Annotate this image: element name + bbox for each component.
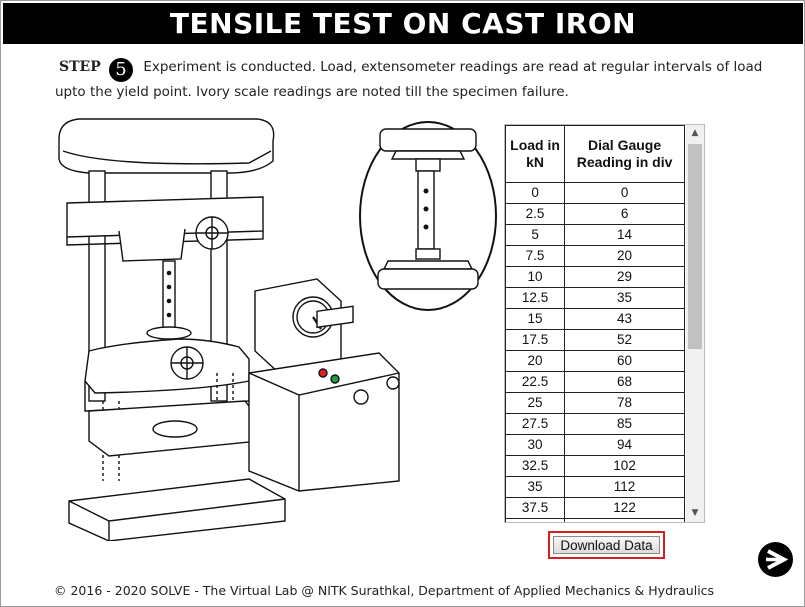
utm-machine-illustration <box>58 118 400 541</box>
cell-dial-reading: 0 <box>564 182 685 204</box>
cell-dial-reading: 6 <box>564 203 685 225</box>
cell-dial-reading: 35 <box>564 287 685 309</box>
footer-copyright: © 2016 - 2020 SOLVE - The Virtual Lab @ … <box>54 583 715 598</box>
cell-dial-reading: 20 <box>564 245 685 267</box>
cell-load: 17.5 <box>505 329 566 351</box>
step-instruction-text: Experiment is conducted. Load, extensome… <box>55 59 763 100</box>
cell-dial-reading: 112 <box>564 476 685 498</box>
cell-dial-reading: 122 <box>564 497 685 519</box>
cell-load: 25 <box>505 392 566 414</box>
cell-load: 20 <box>505 350 566 372</box>
cell-load: 32.5 <box>505 455 566 477</box>
cell-dial-reading: 52 <box>564 329 685 351</box>
cell-dial-reading: 29 <box>564 266 685 288</box>
table-header-row: Load in kN Dial Gauge Reading in div <box>505 125 685 183</box>
cell-load: 0 <box>505 182 566 204</box>
column-header-load: Load in kN <box>505 125 566 183</box>
table-row: 40132 <box>505 518 685 522</box>
cell-load: 27.5 <box>505 413 566 435</box>
cell-load: 30 <box>505 434 566 456</box>
page-title: TENSILE TEST ON CAST IRON <box>3 3 803 44</box>
cell-load: 12.5 <box>505 287 566 309</box>
scrollbar-thumb[interactable] <box>688 144 702 349</box>
cell-dial-reading: 102 <box>564 455 685 477</box>
table-scrollbar[interactable]: ▲ ▼ <box>686 125 704 522</box>
cell-dial-reading: 68 <box>564 371 685 393</box>
cell-load: 5 <box>505 224 566 246</box>
cell-dial-reading: 78 <box>564 392 685 414</box>
step-label: STEP <box>59 59 101 75</box>
step-instruction-block: STEP 5 Experiment is conducted. Load, ex… <box>55 57 795 102</box>
cell-dial-reading: 85 <box>564 413 685 435</box>
cell-load: 7.5 <box>505 245 566 267</box>
cell-dial-reading: 14 <box>564 224 685 246</box>
cell-load: 2.5 <box>505 203 566 225</box>
download-data-button[interactable]: Download Data <box>553 536 660 554</box>
cell-dial-reading: 43 <box>564 308 685 330</box>
cell-load: 10 <box>505 266 566 288</box>
cell-load: 22.5 <box>505 371 566 393</box>
cell-load: 37.5 <box>505 497 566 519</box>
scroll-up-arrow-icon[interactable]: ▲ <box>691 128 699 138</box>
specimen-zoom-illustration <box>359 121 497 311</box>
cell-dial-reading: 60 <box>564 350 685 372</box>
cell-load: 40 <box>505 518 566 522</box>
next-step-button[interactable] <box>758 542 793 577</box>
scroll-down-arrow-icon[interactable]: ▼ <box>691 508 699 518</box>
step-number-badge: 5 <box>109 58 134 82</box>
cell-load: 35 <box>505 476 566 498</box>
cell-dial-reading: 94 <box>564 434 685 456</box>
cell-dial-reading: 132 <box>564 518 685 522</box>
column-header-dial-gauge: Dial Gauge Reading in div <box>564 125 685 183</box>
download-highlight: Download Data <box>548 531 665 559</box>
arrow-right-icon <box>766 549 789 570</box>
cell-load: 15 <box>505 308 566 330</box>
